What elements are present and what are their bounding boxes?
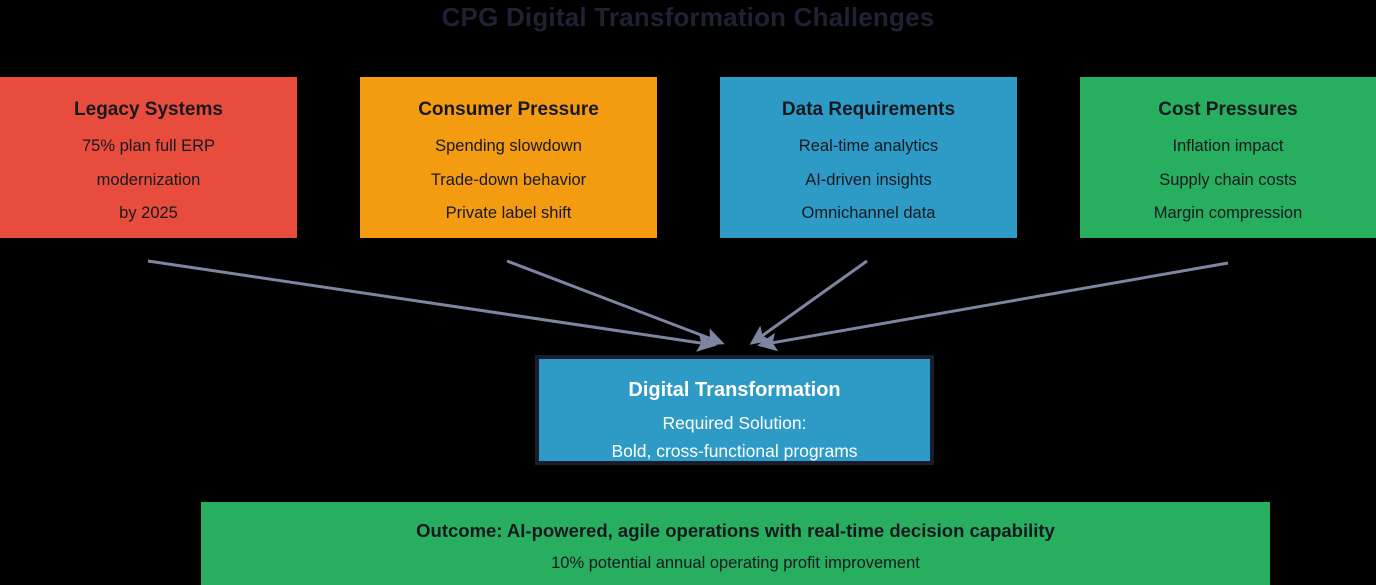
center-title: Digital Transformation — [628, 379, 841, 401]
challenge-title: Data Requirements — [781, 99, 956, 120]
center-solution-box: Digital Transformation Required Solution… — [535, 355, 934, 465]
challenge-detail-line: AI-driven insights — [805, 170, 932, 189]
arrow-cost-to-center — [757, 261, 1229, 352]
outcome-title: Outcome: AI-powered, agile operations wi… — [416, 520, 1055, 541]
challenge-detail-line: Spending slowdown — [435, 137, 582, 155]
outcome-subtitle: 10% potential annual operating profit im… — [551, 554, 920, 572]
arrow-consumer-to-center — [506, 259, 725, 346]
challenge-box-legacy-systems: Legacy Systems 75% plan full ERP moderni… — [0, 77, 297, 238]
challenge-box-cost-pressures: Cost Pressures Inflation impact Supply c… — [1080, 77, 1376, 238]
challenge-box-data-requirements: Data Requirements Real-time analytics AI… — [720, 77, 1017, 238]
challenge-detail-line: Inflation impact — [1172, 137, 1284, 155]
challenge-title: Cost Pressures — [1158, 99, 1298, 120]
center-subtitle: Required Solution: — [662, 413, 807, 433]
challenge-detail-line: modernization — [96, 170, 201, 189]
challenge-detail-line: Trade-down behavior — [430, 170, 587, 189]
challenge-title: Legacy Systems — [74, 99, 223, 120]
challenge-detail-line: Real-time analytics — [798, 137, 939, 155]
challenge-detail-line: Omnichannel data — [801, 204, 936, 222]
challenge-detail-line: Margin compression — [1153, 204, 1303, 222]
challenge-detail-line: Private label shift — [445, 204, 572, 222]
arrow-legacy-to-center — [147, 259, 717, 352]
center-description: Bold, cross-functional programs — [611, 441, 858, 461]
challenge-detail-line: by 2025 — [119, 204, 178, 222]
challenge-detail-line: 75% plan full ERP — [82, 137, 215, 155]
arrow-data-to-center — [749, 259, 868, 345]
outcome-banner: Outcome: AI-powered, agile operations wi… — [201, 502, 1270, 585]
challenge-box-consumer-pressure: Consumer Pressure Spending slowdown Trad… — [360, 77, 657, 238]
challenge-detail-line: Supply chain costs — [1159, 170, 1297, 189]
challenge-title: Consumer Pressure — [418, 99, 599, 120]
page-title: CPG Digital Transformation Challenges — [441, 2, 935, 32]
